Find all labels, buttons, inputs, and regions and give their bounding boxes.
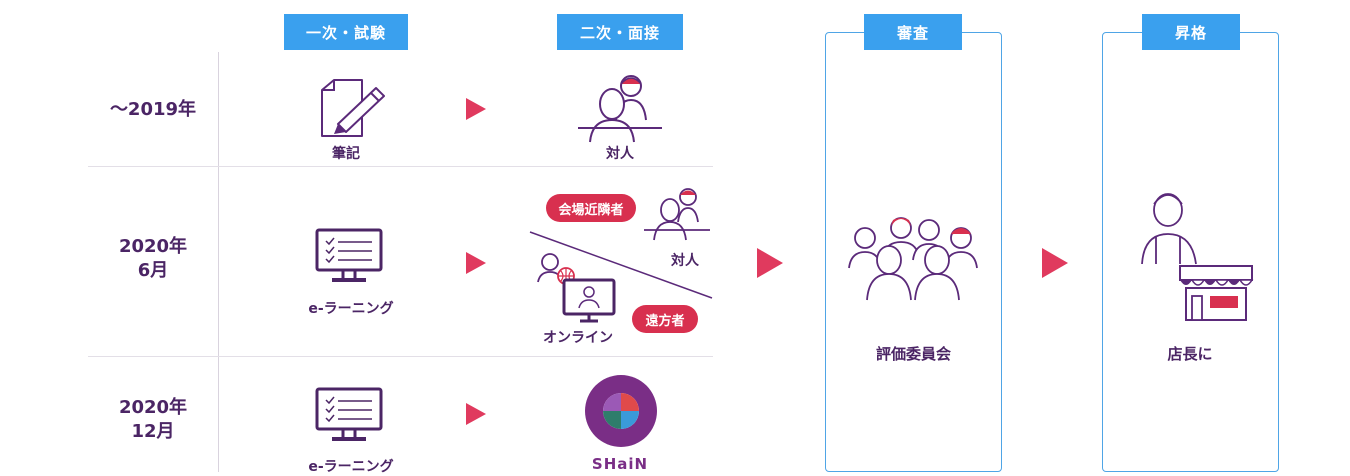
method-elearning-1: e-ラーニング (308, 301, 394, 317)
manager-store-icon (1141, 193, 1254, 321)
interview-people-icon (578, 75, 662, 143)
arrow-to-promotion (1042, 248, 1068, 278)
stage1-header: 一次・試験 (284, 14, 408, 50)
in-person-small-icon (644, 188, 710, 241)
year-2020-jun-line1: 2020年 (118, 236, 188, 257)
shain-logo-text: SHaiN (591, 455, 649, 473)
monitor-checklist-icon (315, 228, 383, 282)
stage3-header: 審査 (864, 14, 962, 50)
year-2020-dec-line2: 12月 (131, 421, 175, 442)
pen-paper-icon (321, 79, 385, 137)
diagonal-separator (529, 231, 713, 299)
online-meeting-icon (537, 253, 616, 323)
year-divider (218, 52, 219, 472)
review-committee-label: 評価委員会 (875, 345, 951, 363)
label-online: オンライン (543, 330, 613, 346)
arrow-r2 (466, 252, 486, 274)
method-in-person: 対人 (606, 146, 634, 162)
method-written: 筆記 (332, 146, 360, 162)
label-in-person: 対人 (671, 253, 699, 269)
row-divider-2 (88, 356, 713, 357)
year-2020-jun-line2: 6月 (137, 260, 169, 281)
badge-nearby: 会場近隣者 (546, 194, 636, 222)
shain-logo-icon (585, 375, 657, 447)
year-2020-dec: 2020年 12月 (88, 396, 218, 444)
year-2020-jun: 2020年 6月 (88, 235, 218, 283)
method-elearning-2: e-ラーニング (308, 459, 394, 475)
committee-group-icon (848, 217, 978, 301)
badge-distant: 遠方者 (632, 305, 698, 333)
row-divider-1 (88, 166, 713, 167)
year-2019: ～2019年 (109, 99, 197, 120)
arrow-r3 (466, 403, 486, 425)
stage4-header: 昇格 (1142, 14, 1240, 50)
year-2020-dec-line1: 2020年 (118, 397, 188, 418)
arrow-r1 (466, 98, 486, 120)
stage2-header: 二次・面接 (557, 14, 683, 50)
monitor-checklist-icon-2 (315, 387, 383, 441)
promotion-label: 店長に (1167, 345, 1213, 363)
arrow-to-review (757, 248, 783, 278)
